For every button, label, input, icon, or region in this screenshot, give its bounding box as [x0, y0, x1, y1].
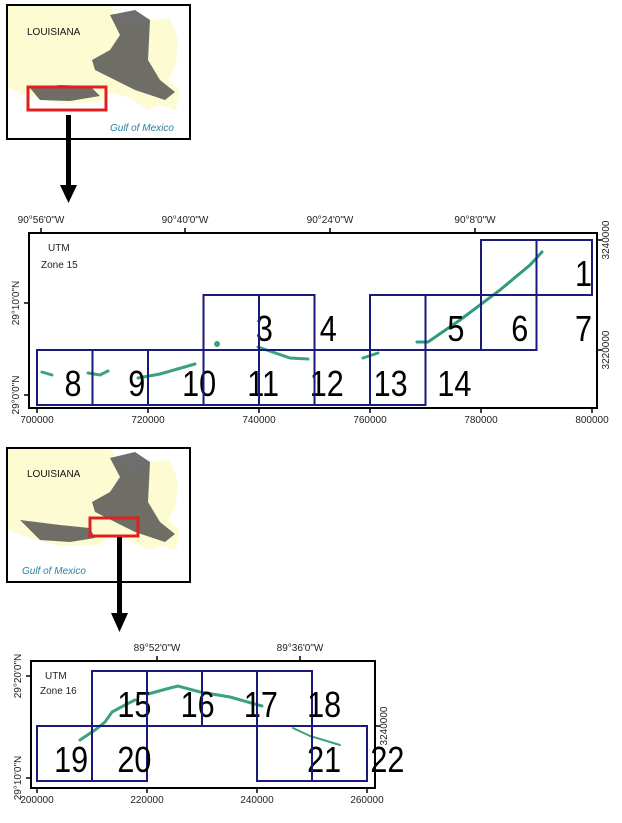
easting-label: 700000	[20, 415, 54, 426]
utm-label: UTM	[45, 671, 67, 682]
grid-cell-number: 16	[181, 686, 215, 726]
easting-label: 740000	[242, 415, 276, 426]
grid-cell-14[interactable]	[369, 349, 427, 406]
northing-label: 3240000	[379, 706, 390, 745]
latitude-label: 29°20'0"N	[13, 654, 24, 699]
zone-label: Zone 15	[41, 260, 78, 271]
grid-cell-number: 5	[447, 310, 464, 350]
longitude-label: 90°24'0"W	[307, 215, 354, 226]
arrow-down-icon	[60, 115, 77, 203]
grid-cell-number: 19	[54, 741, 88, 781]
easting-label: 220000	[130, 795, 164, 806]
longitude-label: 89°36'0"W	[277, 643, 324, 654]
locator-inset-bottom: LOUISIANA Gulf of Mexico	[6, 447, 191, 583]
grid-cell-number: 6	[511, 310, 528, 350]
marsh-area	[30, 10, 175, 101]
grid-cell-22[interactable]	[311, 725, 368, 782]
map-zone15: 1234567891011121314 UTM Zone 15 70000072…	[11, 215, 612, 426]
grid-cell-20[interactable]	[91, 725, 148, 782]
latitude-label: 29°10'0"N	[11, 281, 22, 326]
grid-cell-number: 18	[307, 686, 341, 726]
grid-cell-number: 3	[256, 310, 273, 350]
latitude-label: 29°0'0"N	[11, 376, 22, 415]
highlight-rect	[26, 85, 108, 112]
grid-cell-number: 8	[64, 365, 81, 405]
highlight-rect	[88, 516, 140, 538]
state-label: LOUISIANA	[27, 27, 81, 38]
grid-cell-number: 9	[128, 365, 145, 405]
northing-label: 3240000	[601, 220, 612, 259]
longitude-label: 89°52'0"W	[134, 643, 181, 654]
water-label: Gulf of Mexico	[22, 566, 86, 577]
easting-label: 760000	[353, 415, 387, 426]
grid-cell-number: 13	[374, 365, 408, 405]
northing-label: 3220000	[601, 330, 612, 369]
easting-label: 800000	[575, 415, 609, 426]
latitude-label: 29°10'0"N	[13, 756, 24, 801]
zone-label: Zone 16	[40, 686, 77, 697]
easting-label: 780000	[464, 415, 498, 426]
grid-cell-2[interactable]	[535, 239, 593, 296]
grid-cell-number: 15	[117, 686, 151, 726]
arrow-down-icon	[111, 537, 128, 632]
longitude-label: 90°8'0"W	[454, 215, 496, 226]
easting-label: 720000	[131, 415, 165, 426]
grid-cell-number: 14	[437, 365, 471, 405]
grid-cell-number: 4	[320, 310, 337, 350]
utm-label: UTM	[48, 243, 70, 254]
easting-label: 200000	[20, 795, 54, 806]
state-label: LOUISIANA	[27, 469, 81, 480]
grid-cell-number: 7	[575, 310, 592, 350]
grid-cell-number: 10	[182, 365, 216, 405]
grid-cell-number: 22	[370, 741, 404, 781]
grid-cell-number: 20	[117, 741, 151, 781]
grid-cell-number: 11	[247, 365, 279, 405]
easting-label: 240000	[240, 795, 274, 806]
grid-cell-number: 1	[575, 255, 592, 295]
locator-inset-top: LOUISIANA Gulf of Mexico	[6, 4, 191, 140]
water-label: Gulf of Mexico	[110, 123, 174, 134]
grid-cell-7[interactable]	[480, 294, 538, 351]
longitude-label: 90°40'0"W	[162, 215, 209, 226]
easting-label: 260000	[350, 795, 384, 806]
grid-cell-number: 17	[244, 686, 278, 726]
longitude-label: 90°56'0"W	[18, 215, 65, 226]
